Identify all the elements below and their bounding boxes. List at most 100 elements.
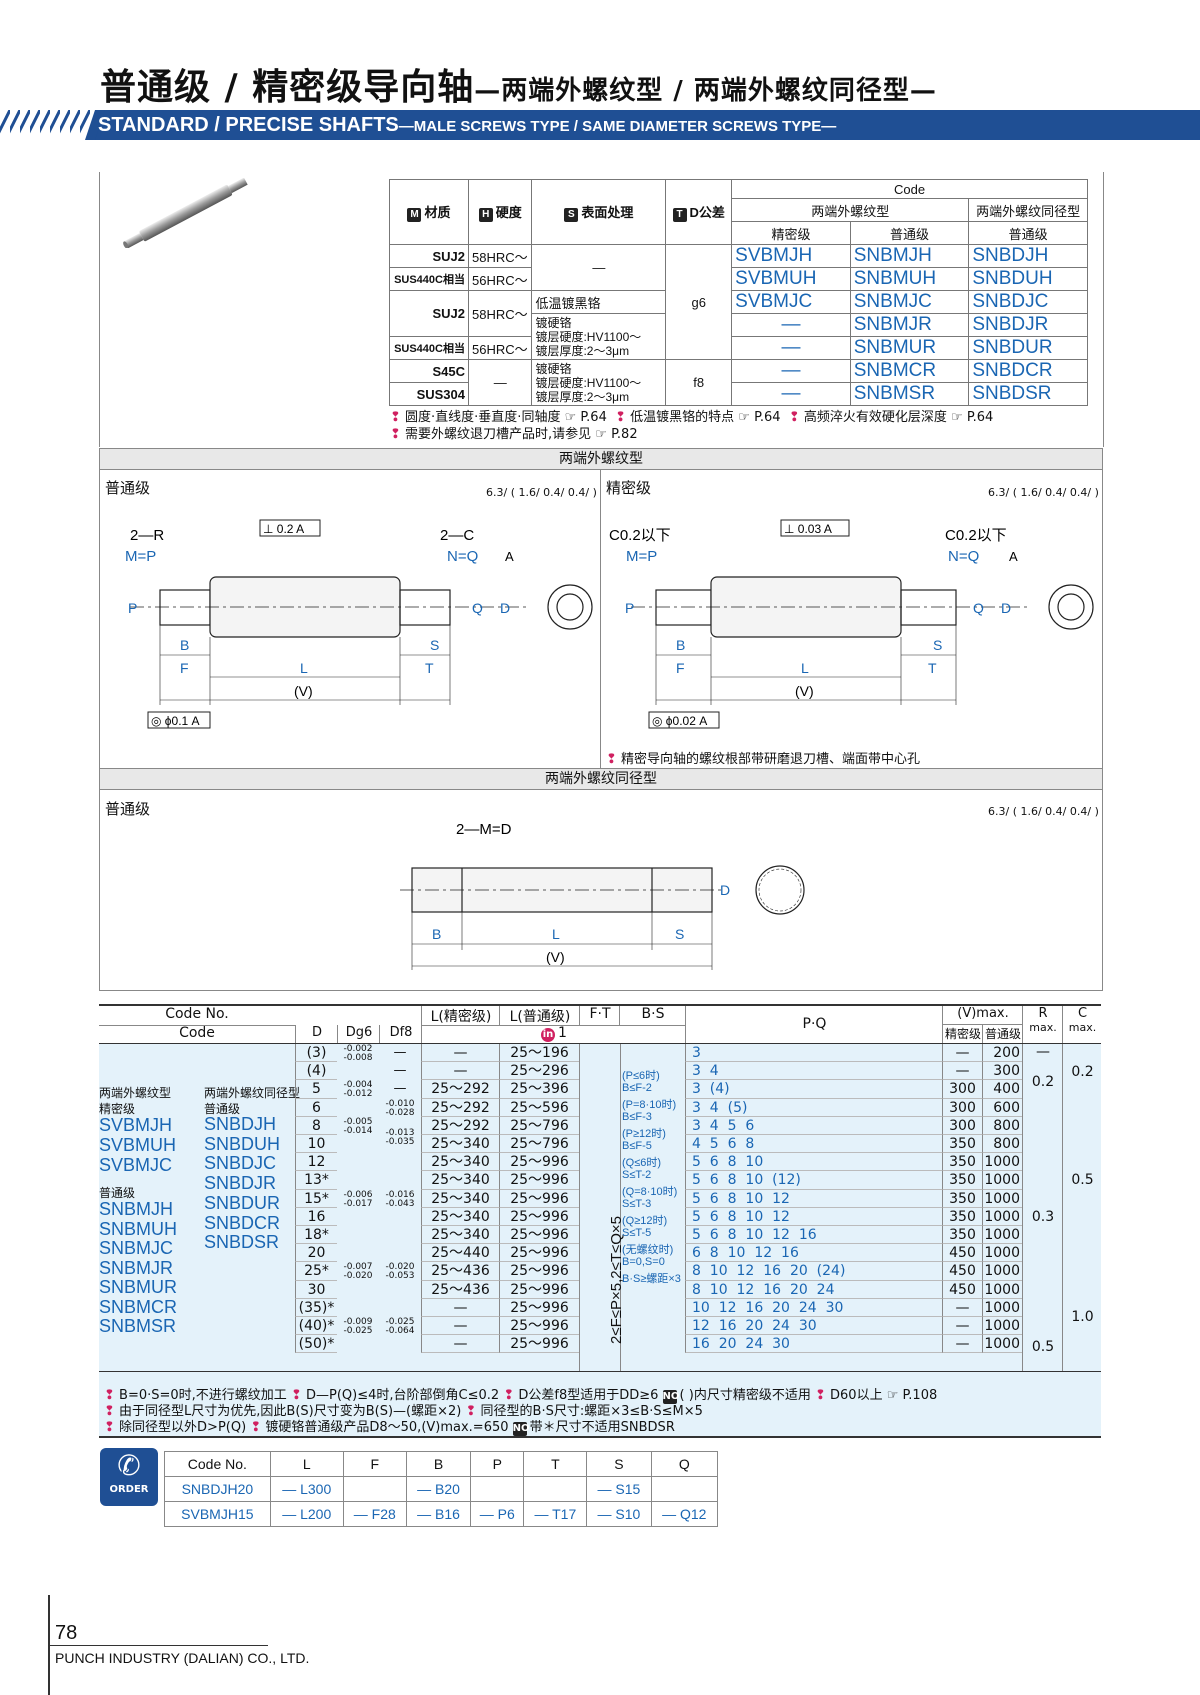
- title-en-sub: —MALE SCREWS TYPE / SAME DIAMETER SCREWS…: [398, 118, 837, 135]
- code-cell: —: [731, 359, 851, 383]
- drawings-frame: 两端外螺纹型 两端外螺纹同径型: [99, 448, 1103, 991]
- v-precise: 350: [942, 1189, 982, 1208]
- l-standard: 25～196: [499, 1044, 579, 1063]
- title-bar: [0, 110, 1200, 140]
- l-standard: 25～996: [499, 1226, 579, 1245]
- l-precise: —: [421, 1335, 499, 1354]
- product-code: SNBDUR: [204, 1192, 281, 1213]
- product-code: SNBDJR: [204, 1173, 277, 1194]
- hardness-badge: H: [478, 208, 493, 222]
- l-precise: 25～436: [421, 1262, 499, 1281]
- l-precise: 25～436: [421, 1280, 499, 1299]
- v-precise: 450: [942, 1262, 982, 1281]
- title-main: 普通级 / 精密级导向轴: [100, 67, 475, 108]
- datum-a: A: [1009, 549, 1018, 564]
- l-standard: 25～996: [499, 1244, 579, 1263]
- material-cell: S45C: [389, 359, 469, 383]
- surface-cell: 低温镀黑铬: [531, 290, 667, 314]
- l-precise: 25～340: [421, 1207, 499, 1226]
- d-value: (3): [295, 1044, 337, 1063]
- bs-rule: (无螺纹时): [622, 1244, 674, 1256]
- label-s: S: [430, 637, 439, 653]
- increment-badge: in: [541, 1028, 556, 1042]
- title-en-main: STANDARD / PRECISE SHAFTS: [98, 114, 399, 136]
- hardness-cell: 58HRC～: [467, 290, 533, 337]
- left-type2: 两端外螺纹同径型: [204, 1086, 301, 1100]
- product-code: SNBMUR: [99, 1277, 178, 1297]
- l-standard: 25～996: [499, 1298, 579, 1317]
- label-q: Q: [472, 600, 483, 616]
- r-col: — 0.2 0.3 0.5: [1022, 1044, 1063, 1371]
- l-precise: 25～292: [421, 1080, 499, 1099]
- code-cell: SVBMUH: [731, 267, 851, 291]
- header-l-standard: L(普通级): [499, 1006, 580, 1026]
- v-standard: 1000: [982, 1335, 1022, 1354]
- order-cell: — S10: [586, 1501, 652, 1527]
- order-cell: — B20: [405, 1476, 472, 1502]
- pq-values: 5 6 8 10 12 16: [685, 1226, 942, 1245]
- bs-rule: B≤F-3: [622, 1111, 652, 1123]
- v-standard: 1000: [982, 1189, 1022, 1208]
- l-precise: 25～440: [421, 1244, 499, 1263]
- tolerance-f8: -0.013 -0.035: [385, 1127, 415, 1147]
- label-s: S: [933, 637, 942, 653]
- dim-note: D—P(Q)≤4时,台阶部倒角C≤0.2: [306, 1388, 500, 1403]
- material-badge: M: [407, 208, 422, 222]
- bs-rule: B·S≥螺距×3: [622, 1273, 681, 1285]
- v-standard: 1000: [982, 1298, 1022, 1317]
- tolerance-g6: -0.007 -0.020: [343, 1262, 373, 1282]
- code-cell: SNBMUR: [849, 336, 970, 360]
- tolerance-g6: -0.005 -0.014: [343, 1116, 373, 1136]
- drawing-precise: ⊥ 0.03 A C0.2以下 M=P C0.2以下 N=Q A P Q D B…: [609, 519, 1094, 729]
- v-standard: 200: [982, 1044, 1022, 1063]
- d-value: 16: [295, 1207, 337, 1226]
- l-precise: —: [421, 1044, 499, 1063]
- pq-values: 3 (4): [685, 1080, 942, 1099]
- dim-note: 带＊尺寸不适用SNBDSR: [529, 1420, 675, 1435]
- code-header: Code: [731, 179, 1088, 199]
- header-r-max: max.: [1029, 1021, 1057, 1034]
- order-cell: — Q12: [650, 1501, 719, 1527]
- rule: [99, 1436, 1101, 1438]
- pq-values: 4 5 6 8: [685, 1135, 942, 1154]
- title-english: STANDARD / PRECISE SHAFTS—MALE SCREWS TY…: [98, 114, 836, 137]
- r-value: —: [1036, 1044, 1050, 1060]
- order-cell: — P6: [470, 1501, 525, 1527]
- v-precise: —: [942, 1298, 982, 1317]
- left-standard: 普通级: [204, 1102, 241, 1116]
- order-badge: ✆ ORDER: [100, 1448, 158, 1506]
- material-cell: SUJ2: [389, 290, 469, 337]
- spec-notes-line1: ❢ 圆度·直线度·垂直度·同轴度 ☞ P.64 ❢ 低温镀黑铬的特点 ☞ P.6…: [390, 410, 994, 425]
- l-precise: 25～292: [421, 1098, 499, 1117]
- pq-values: 3 4 (5): [685, 1098, 942, 1117]
- type1-header: 两端外螺纹型: [731, 198, 970, 222]
- bs-rule: (Q=8·10时): [622, 1186, 678, 1198]
- v-precise: —: [942, 1044, 982, 1063]
- product-code: SNBMJC: [99, 1238, 174, 1258]
- c-col: 0.2 0.5 1.0: [1062, 1044, 1102, 1371]
- surface-cell: 镀硬铬 镀层硬度:HV1100～ 镀层厚度:2～3μm: [531, 359, 667, 406]
- header-code: Code: [179, 1025, 215, 1041]
- standard2-header: 普通级: [968, 221, 1088, 245]
- v-standard: 1000: [982, 1153, 1022, 1172]
- l-standard: 25～996: [499, 1335, 579, 1354]
- order-header: T: [523, 1451, 588, 1477]
- order-cell: [523, 1476, 588, 1502]
- divider: [600, 470, 601, 770]
- v-precise: 350: [942, 1135, 982, 1154]
- v-precise: —: [942, 1317, 982, 1336]
- tolerance-f8: -0.020 -0.053: [385, 1262, 415, 1282]
- label-t: T: [425, 660, 434, 676]
- code-cell: SNBDCR: [968, 359, 1088, 383]
- bs-rule: (P≥12时): [622, 1128, 666, 1140]
- label-d: D: [1001, 600, 1011, 616]
- l-precise: 25～340: [421, 1171, 499, 1190]
- d-value: 18*: [295, 1226, 337, 1245]
- tolerance-g6: -0.009 -0.025: [343, 1317, 373, 1336]
- l-precise: —: [421, 1317, 499, 1336]
- v-standard: 1000: [982, 1280, 1022, 1299]
- pq-values: 3 4: [685, 1062, 942, 1081]
